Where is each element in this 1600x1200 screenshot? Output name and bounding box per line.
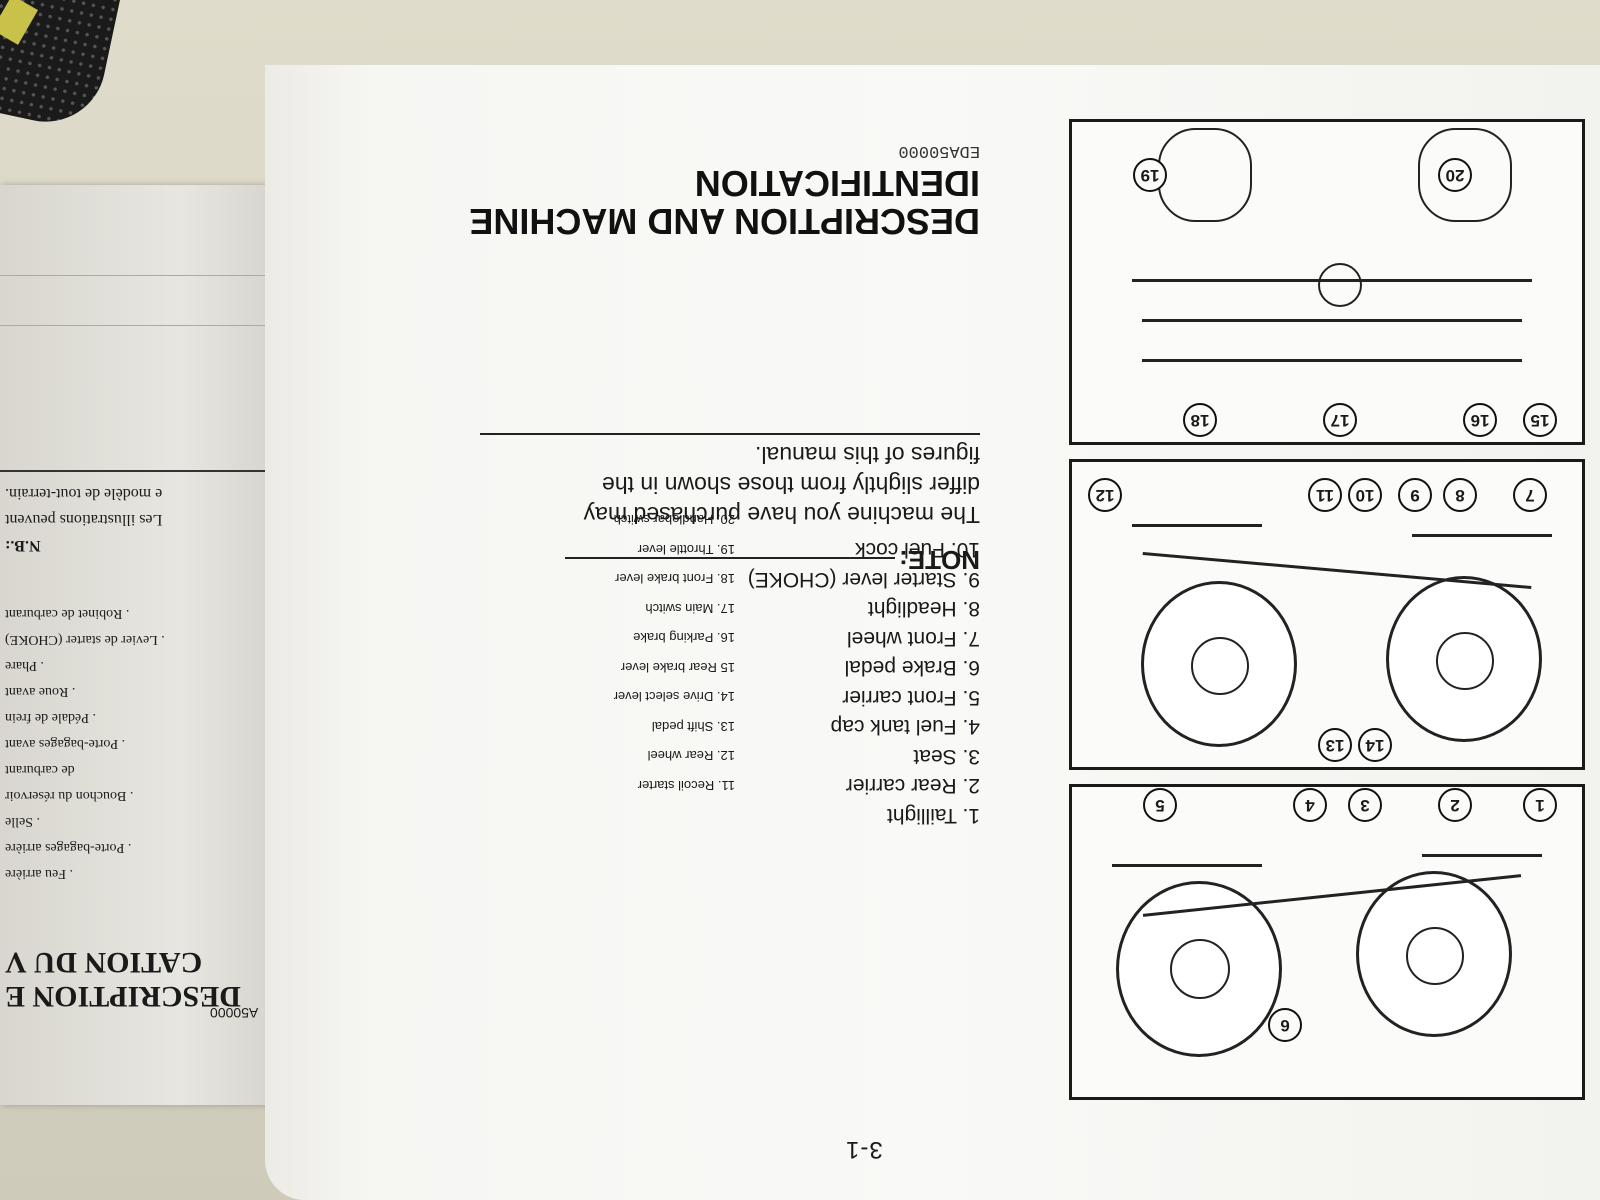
figure-atv-handlebar: 15 16 17 18 19 20: [1069, 119, 1585, 445]
callout-20: 20: [1438, 158, 1472, 192]
figure-atv-right-side: 7 8 9 10 11 12 13 14: [1069, 459, 1585, 770]
fr-part: . Pédale de frein: [5, 710, 96, 725]
note-text: The machine you have purchased may diffe…: [583, 442, 980, 528]
callout-16: 16: [1463, 403, 1497, 437]
left-title-2: CATION DU V: [5, 946, 203, 979]
page-content-rotated: 3-1 1 2 3 4 5 6 7 8 9: [265, 65, 1600, 1200]
callout-12: 12: [1088, 478, 1122, 512]
left-page: DESCRIPTION E CATION DU V A50000 . Feu a…: [0, 185, 300, 1105]
text-column: EDA50000 DESCRIPTION AND MACHINE IDENTIF…: [280, 100, 980, 1160]
section-divider: [480, 433, 980, 435]
callout-8: 8: [1443, 478, 1477, 512]
list-item: 12. Rear wheel: [647, 748, 735, 764]
note-title: NOTE:: [899, 545, 980, 575]
list-item: 17. Main switch: [645, 601, 735, 616]
callout-6: 6: [1268, 1008, 1302, 1042]
callout-2: 2: [1438, 788, 1472, 822]
fr-note-line: Les illustrations peuvent: [5, 511, 163, 528]
fr-part: . Porte-bagages avant: [5, 736, 126, 751]
callout-9: 9: [1398, 478, 1432, 512]
callout-10: 10: [1348, 478, 1382, 512]
fr-part: de carburant: [5, 762, 75, 777]
figure-atv-left-side: 1 2 3 4 5 6: [1069, 784, 1585, 1100]
title-line-2: IDENTIFICATION: [694, 163, 980, 204]
fr-part: . Porte-bagages arrière: [5, 840, 132, 855]
page-title: DESCRIPTION AND MACHINE IDENTIFICATION: [469, 163, 980, 242]
callout-11: 11: [1308, 478, 1342, 512]
note-rule: [565, 557, 895, 559]
callout-19: 19: [1133, 158, 1167, 192]
callout-7: 7: [1513, 478, 1547, 512]
fr-note-title: N.B.:: [5, 537, 41, 554]
list-item: 1. Taillight: [886, 804, 980, 827]
callout-4: 4: [1293, 788, 1327, 822]
fr-part: . Phare: [5, 658, 44, 673]
list-item: 13. Shift pedal: [651, 719, 735, 734]
manual-page: 3-1 1 2 3 4 5 6 7 8 9: [265, 65, 1600, 1200]
callout-14: 14: [1358, 728, 1392, 762]
fr-note-line: e modèle de tout-terrain.: [5, 485, 163, 502]
doc-code: EDA50000: [898, 141, 980, 160]
callout-15: 15: [1523, 403, 1557, 437]
parts-list-2: 11. Recoil starter 12. Rear wheel 13. Sh…: [535, 505, 735, 800]
fr-part: . Robinet de carburant: [5, 606, 130, 621]
callout-17: 17: [1323, 403, 1357, 437]
fr-part: . Bouchon du réservoir: [5, 788, 134, 803]
list-item: 15 Rear brake lever: [620, 660, 735, 675]
callout-13: 13: [1318, 728, 1352, 762]
list-item: 19. Throttle lever: [637, 542, 735, 557]
fr-part: . Roue avant: [5, 684, 76, 699]
callout-5: 5: [1143, 788, 1177, 822]
title-line-1: DESCRIPTION AND MACHINE: [469, 201, 980, 242]
fr-part: . Levier de starter (CHOKE): [5, 632, 165, 647]
left-code: A50000: [210, 1005, 259, 1021]
fr-part: . Selle: [5, 814, 40, 829]
callout-18: 18: [1183, 403, 1217, 437]
list-item: 14. Drive select lever: [613, 689, 735, 705]
list-item: 18. Front brake lever: [615, 571, 735, 587]
list-item: 16. Parking brake: [633, 630, 735, 646]
callout-1: 1: [1523, 788, 1557, 822]
callout-3: 3: [1348, 788, 1382, 822]
fr-part: . Feu arrière: [5, 866, 74, 881]
list-item: 11. Recoil starter: [637, 778, 735, 793]
